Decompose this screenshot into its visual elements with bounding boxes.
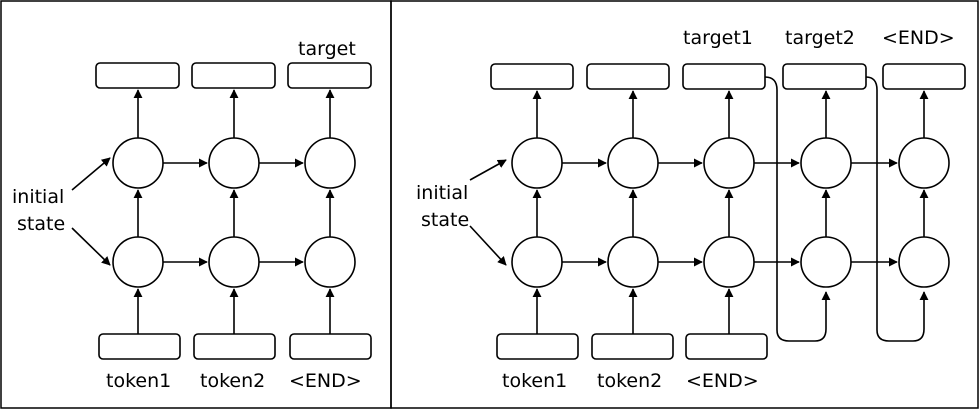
right-end-bottom-label: <END> xyxy=(686,370,759,392)
right-output-box-4 xyxy=(782,63,867,90)
left-initial-state-label-line1: initial xyxy=(12,186,64,208)
right-token1-label: token1 xyxy=(502,370,567,392)
right-initial-state-label-line2: state xyxy=(421,209,469,231)
right-input-box-1 xyxy=(496,333,579,360)
right-output-box-2 xyxy=(586,63,670,90)
right-target2-label: target2 xyxy=(785,27,855,49)
left-initial-state-label-line2: state xyxy=(17,213,65,235)
right-node-upper-5 xyxy=(898,137,950,189)
right-output-box-1 xyxy=(490,63,574,90)
left-input-box-3 xyxy=(289,333,372,360)
right-feedback-loop-target1 xyxy=(764,76,831,342)
right-panel: initial state target1 target2 <END> xyxy=(416,27,966,392)
left-initial-arrow-bottom xyxy=(71,227,111,266)
left-output-box-3 xyxy=(287,62,372,89)
right-input-box-2 xyxy=(591,333,674,360)
right-target1-label: target1 xyxy=(683,27,753,49)
left-output-box-1 xyxy=(95,62,180,89)
left-node-upper-3 xyxy=(304,137,356,189)
right-node-upper-2 xyxy=(607,137,659,189)
left-token1-label: token1 xyxy=(106,370,171,392)
right-panel-frame xyxy=(390,0,979,409)
left-input-box-2 xyxy=(193,333,276,360)
left-node-lower-3 xyxy=(304,236,356,288)
right-output-box-5 xyxy=(882,63,966,90)
left-target-label: target xyxy=(298,38,356,60)
right-node-upper-3 xyxy=(703,137,755,189)
right-output-box-3 xyxy=(682,63,766,90)
left-token2-label: token2 xyxy=(200,370,265,392)
right-token2-label: token2 xyxy=(597,370,662,392)
right-node-lower-3 xyxy=(703,236,755,288)
left-end-label: <END> xyxy=(289,370,362,392)
left-input-box-1 xyxy=(98,333,181,360)
right-end-top-label: <END> xyxy=(882,27,955,49)
left-initial-arrow-top xyxy=(71,157,111,191)
left-node-lower-2 xyxy=(208,236,260,288)
right-node-lower-5 xyxy=(898,236,950,288)
right-input-box-3 xyxy=(685,333,768,360)
left-output-box-2 xyxy=(191,62,276,89)
right-node-lower-4 xyxy=(800,236,852,288)
right-node-lower-1 xyxy=(511,236,563,288)
right-initial-state-label-line1: initial xyxy=(416,182,468,204)
left-node-upper-2 xyxy=(208,137,260,189)
right-initial-arrow-bottom xyxy=(469,225,507,266)
right-feedback-loop-target2 xyxy=(865,76,929,342)
left-node-lower-1 xyxy=(112,236,164,288)
right-node-upper-4 xyxy=(800,137,852,189)
right-node-upper-1 xyxy=(511,137,563,189)
left-panel: initial state target xyxy=(12,38,372,392)
right-initial-arrow-top xyxy=(469,159,507,181)
left-node-upper-1 xyxy=(112,137,164,189)
right-node-lower-2 xyxy=(607,236,659,288)
